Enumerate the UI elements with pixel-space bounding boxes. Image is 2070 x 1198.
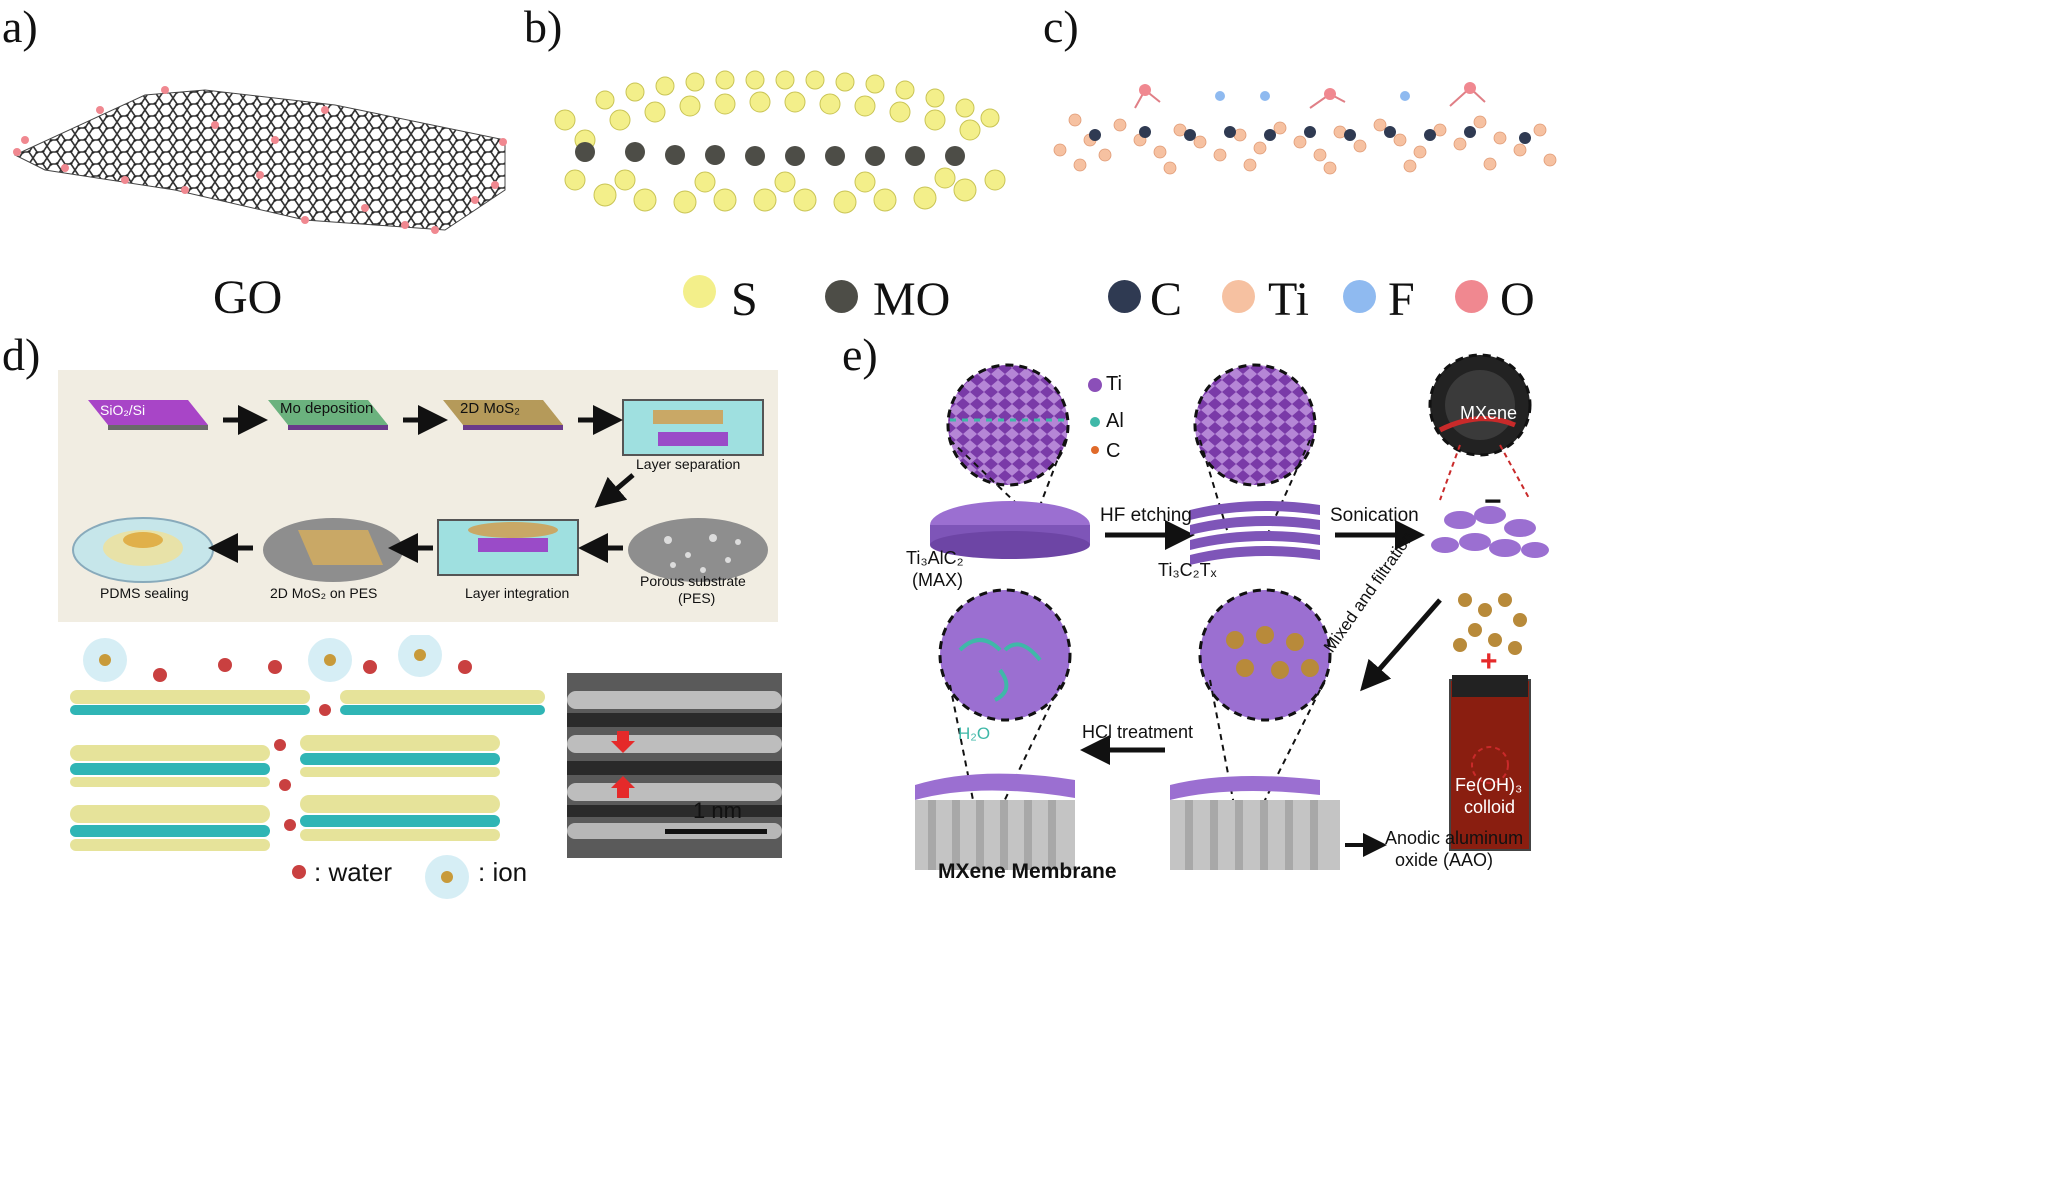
feoh3-label: Fe(OH)₃: [1455, 775, 1523, 795]
panel-a-label: a): [2, 1, 38, 52]
step-mos2-on-pes: 2D MoS₂ on PES: [270, 585, 378, 601]
ion-transport-illustration: [70, 635, 545, 851]
ti-legend-label: Ti: [1268, 273, 1309, 326]
step-layer-separation: Layer separation: [636, 456, 741, 472]
mo-legend-dot: [825, 280, 858, 313]
colloid-label: colloid: [1464, 797, 1516, 817]
legend-c: C: [1106, 440, 1121, 462]
max-formula: Ti₃AlC₂: [906, 548, 964, 568]
ion-legend-label: : ion: [478, 857, 528, 887]
fabrication-flow-diagram: [72, 399, 768, 583]
mxene-membrane-label: MXene Membrane: [938, 860, 1117, 883]
c-legend-label: C: [1150, 273, 1183, 326]
mos2-layer-structure: [554, 70, 1006, 214]
hf-etching-label: HF etching: [1100, 505, 1192, 526]
tem-image: [567, 673, 782, 858]
panel-b-label: b): [524, 1, 563, 52]
mo-legend-label: MO: [873, 273, 951, 326]
mxene-synthesis-diagram: [915, 353, 1549, 870]
step-sio2: SiO₂/Si: [100, 402, 146, 418]
go-caption: GO: [213, 271, 283, 324]
step-mo-deposition: Mo deposition: [280, 400, 374, 417]
c-legend-dot: [1108, 280, 1141, 313]
aao-label-2: oxide (AAO): [1395, 850, 1494, 870]
water-legend-label: : water: [314, 857, 393, 887]
ti3c2tx-label: Ti₃C₂Tₓ: [1158, 560, 1217, 580]
step-pdms: PDMS sealing: [100, 585, 189, 601]
hcl-treatment-label: HCl treatment: [1082, 722, 1194, 742]
step-porous: Porous substrate: [640, 573, 746, 589]
minus-sign: −: [1484, 485, 1502, 518]
step-layer-integration: Layer integration: [465, 585, 570, 601]
sonication-label: Sonication: [1330, 505, 1419, 526]
o-legend-dot: [1455, 280, 1488, 313]
f-legend-label: F: [1388, 273, 1415, 326]
s-legend-label: S: [731, 273, 758, 326]
mxene-vial-label: MXene: [1460, 403, 1518, 423]
h2o-label: H₂O: [958, 724, 991, 743]
o-legend-label: O: [1500, 273, 1535, 326]
legend-al: Al: [1106, 410, 1124, 432]
mxene-layer-structure: [1053, 82, 1557, 175]
panel-e-label: e): [842, 329, 878, 380]
ti-legend-dot: [1222, 280, 1255, 313]
aao-label-1: Anodic aluminum: [1385, 828, 1524, 848]
scale-bar-label: 1 nm: [693, 798, 742, 823]
ion-legend-core: [441, 871, 453, 883]
panel-c-label: c): [1043, 1, 1079, 52]
step-mos2: 2D MoS₂: [460, 400, 521, 417]
max-label: (MAX): [912, 570, 963, 590]
panel-d-label: d): [2, 329, 41, 380]
water-legend-icon: [292, 865, 306, 879]
f-legend-dot: [1343, 280, 1376, 313]
legend-ti: Ti: [1106, 373, 1122, 395]
step-pes: (PES): [678, 590, 716, 606]
s-legend-dot: [683, 275, 716, 308]
plus-sign: +: [1480, 645, 1498, 678]
graphene-oxide-sheet: [13, 86, 507, 234]
